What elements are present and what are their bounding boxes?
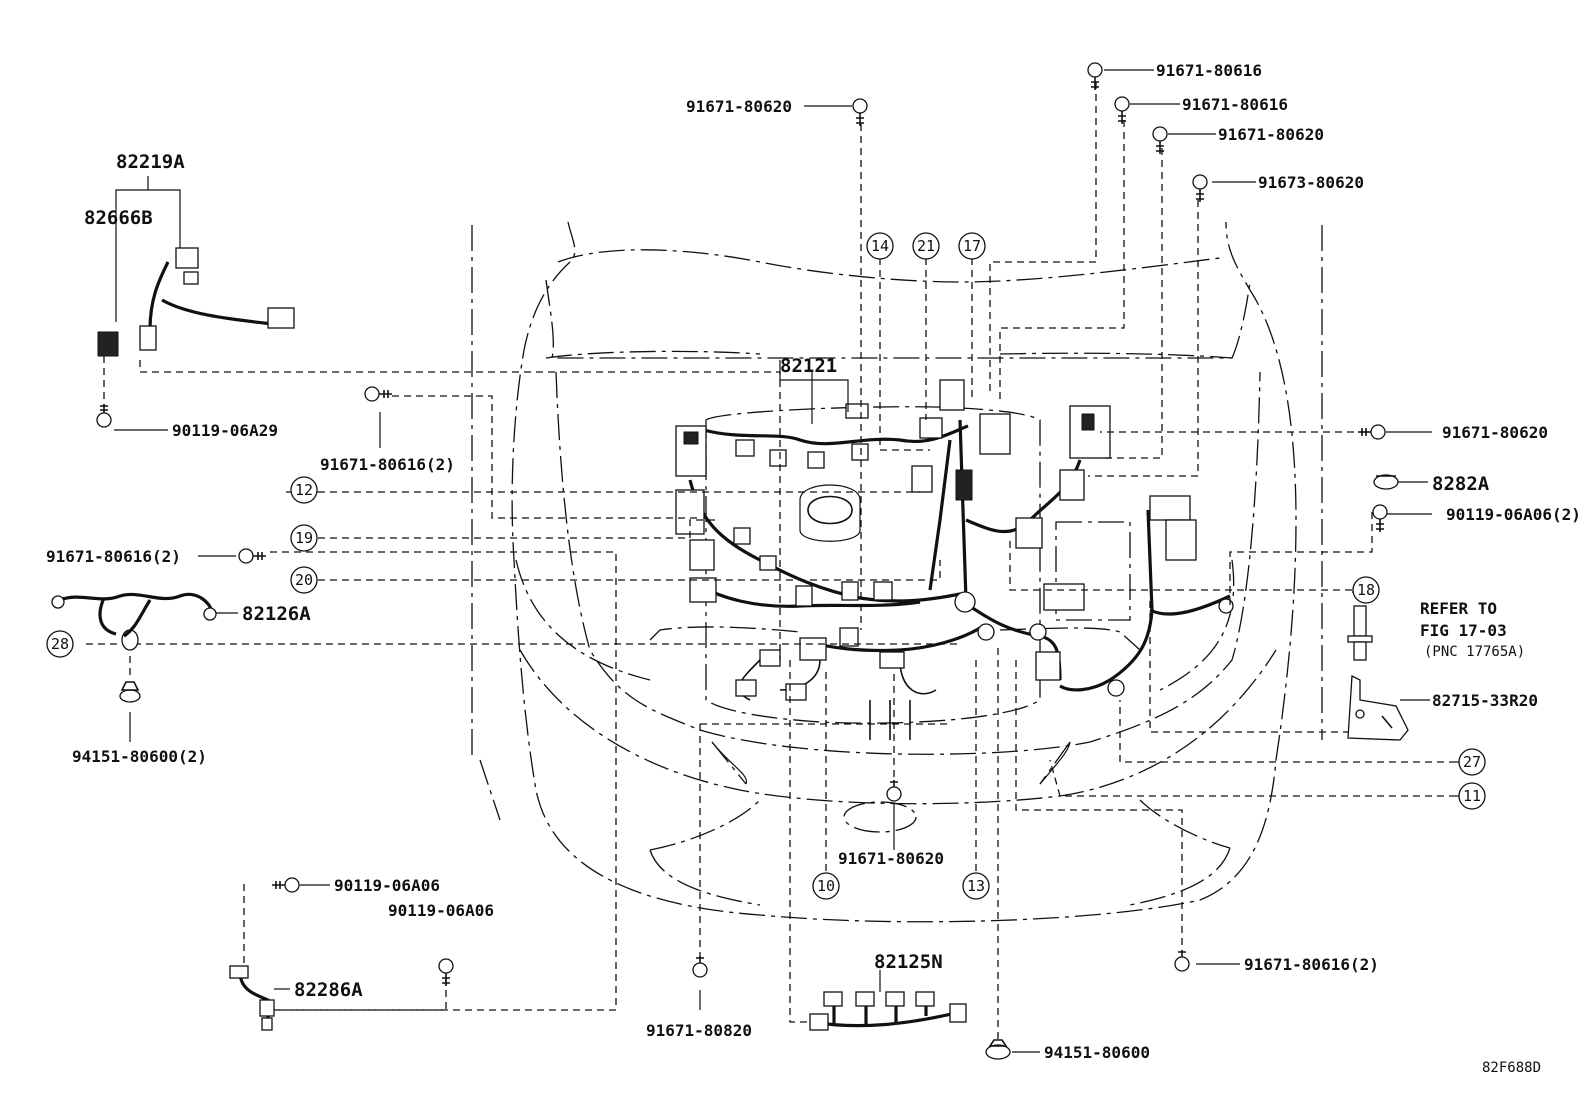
callout-27: 27 [1458, 748, 1486, 776]
bolt-icon [1114, 96, 1130, 124]
bolt-icon [1152, 126, 1168, 154]
svg-text:19: 19 [295, 529, 313, 547]
harness-82126A-icon [51, 592, 217, 638]
label-94151-80600: 94151-80600 [1044, 1043, 1150, 1062]
svg-text:17: 17 [963, 237, 981, 255]
callout-13: 13 [962, 872, 990, 900]
svg-text:10: 10 [817, 877, 835, 895]
callout-18: 18 [1352, 576, 1380, 604]
harness-82286A-icon [229, 965, 275, 1031]
callout-circles: 14 21 17 12 19 20 28 18 27 11 10 13 [46, 232, 1486, 900]
label-8282A: 8282A [1432, 473, 1490, 495]
label-91671-80620-center: 91671-80620 [838, 849, 944, 868]
bolt-icon [852, 98, 868, 126]
callout-20: 20 [290, 566, 318, 594]
label-91671-80616-t1: 91671-80616 [1156, 61, 1262, 80]
svg-text:18: 18 [1357, 581, 1375, 599]
label-82121: 82121 [780, 355, 837, 377]
label-82126A: 82126A [242, 603, 311, 625]
bolt-icon [1087, 62, 1103, 90]
callout-10: 10 [812, 872, 840, 900]
callout-21: 21 [912, 232, 940, 260]
harness-82121-drawing [675, 379, 1234, 740]
label-82666B: 82666B [84, 207, 153, 229]
svg-text:13: 13 [967, 877, 985, 895]
svg-text:28: 28 [51, 635, 69, 653]
bolt-icon [364, 386, 392, 402]
nut-icon [1373, 474, 1399, 490]
label-90119-06A06-2: 90119-06A06(2) [1446, 505, 1581, 524]
label-90119-06A06-b: 90119-06A06 [388, 901, 494, 920]
callout-19: 19 [290, 524, 318, 552]
callout-11: 11 [1458, 782, 1486, 810]
label-90119-06A29: 90119-06A29 [172, 421, 278, 440]
bolt-icon [1174, 950, 1190, 972]
refer-line-1: REFER TO [1420, 599, 1497, 618]
label-94151-80600-2: 94151-80600(2) [72, 747, 207, 766]
leader-lines [86, 82, 1456, 1044]
harness-82125N-icon [809, 991, 967, 1031]
label-91671-80620-right: 91671-80620 [1442, 423, 1548, 442]
svg-text:20: 20 [295, 571, 313, 589]
vehicle-body-outline [471, 221, 1323, 923]
svg-text:12: 12 [295, 481, 313, 499]
bolt-icon [1358, 424, 1386, 440]
bolt-icon [1192, 174, 1208, 202]
bracket-82715-icon [1347, 674, 1409, 741]
diagram-code: 82F688D [1482, 1060, 1541, 1076]
label-82125N: 82125N [874, 951, 943, 973]
fasteners [51, 62, 1409, 1060]
bolt-icon [238, 548, 266, 564]
clip-icon [985, 1039, 1011, 1060]
label-82286A: 82286A [294, 979, 363, 1001]
bolt-icon [272, 877, 300, 893]
label-91671-80620-top: 91671-80620 [686, 97, 792, 116]
bolt-icon [1372, 504, 1388, 532]
bolt-icon [438, 958, 454, 986]
harness-82219A-icon [97, 247, 295, 357]
label-82715-33R20: 82715-33R20 [1432, 691, 1538, 710]
bolt-icon [692, 956, 708, 978]
svg-text:27: 27 [1463, 753, 1481, 771]
label-91673-80620: 91673-80620 [1258, 173, 1364, 192]
clip-icon [119, 681, 141, 703]
label-91671-80616-2-upper: 91671-80616(2) [320, 455, 455, 474]
callout-12: 12 [290, 476, 318, 504]
label-91671-80620-t3: 91671-80620 [1218, 125, 1324, 144]
label-91671-80616-2-right: 91671-80616(2) [1244, 955, 1379, 974]
bolt-icon [96, 404, 112, 428]
stud-icon [1347, 605, 1373, 661]
svg-text:11: 11 [1463, 787, 1481, 805]
callout-28: 28 [46, 630, 74, 658]
label-91671-80616-t2: 91671-80616 [1182, 95, 1288, 114]
solid-leaders [114, 69, 1472, 1053]
svg-text:21: 21 [917, 237, 935, 255]
label-91671-80820: 91671-80820 [646, 1021, 752, 1040]
label-91671-80616-2-left: 91671-80616(2) [46, 547, 181, 566]
refer-line-2: FIG 17-03 [1420, 621, 1507, 640]
label-82219A: 82219A [116, 151, 185, 173]
callout-14: 14 [866, 232, 894, 260]
refer-line-3: (PNC 17765A) [1424, 644, 1525, 660]
svg-text:14: 14 [871, 237, 889, 255]
bolt-icon [886, 780, 902, 802]
label-90119-06A06-a: 90119-06A06 [334, 876, 440, 895]
part-labels: 82219A 82666B 90119-06A29 91671-80616(2)… [46, 61, 1581, 1076]
callout-17: 17 [958, 232, 986, 260]
